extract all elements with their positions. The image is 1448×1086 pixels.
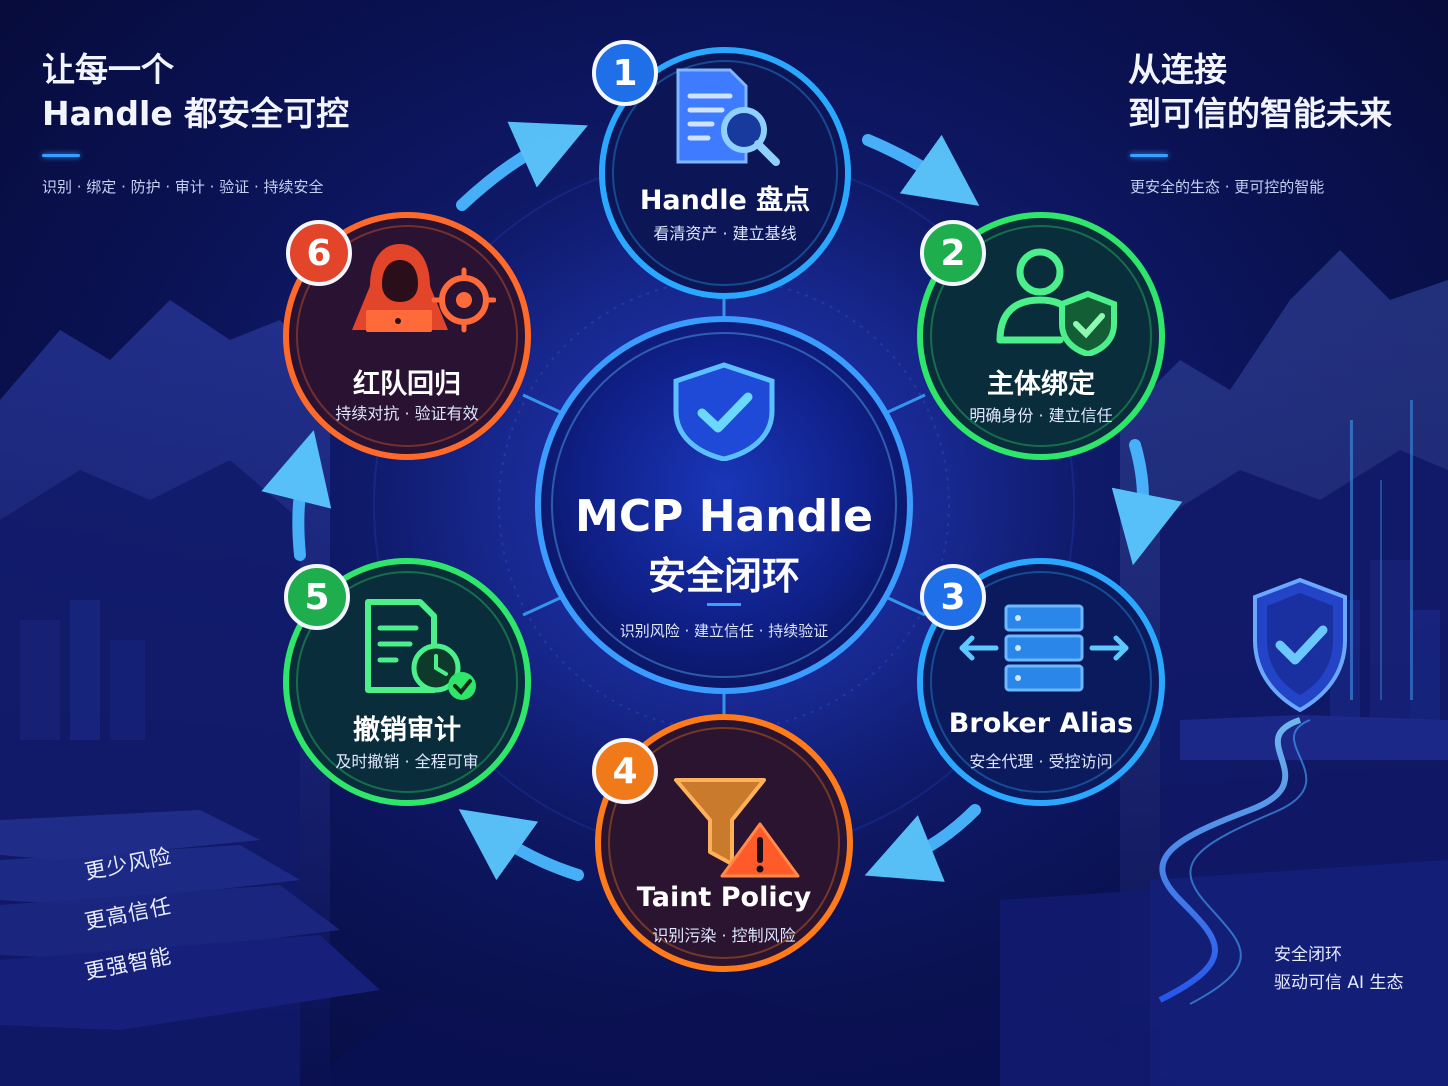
node-4-subtitle: 识别污染 · 控制风险	[652, 926, 796, 945]
center-title-line1: MCP Handle	[575, 491, 873, 542]
document-clock-icon	[365, 599, 476, 700]
user-shield-icon	[996, 248, 1117, 356]
arrow-1-to-2	[862, 134, 980, 206]
step-node-3[interactable]: Broker Alias 安全代理 · 受控访问	[910, 556, 1172, 808]
header-left-title-line2: Handle 都安全可控	[42, 94, 350, 133]
document-search-icon	[676, 68, 780, 166]
step-node-4[interactable]: Taint Policy 识别污染 · 控制风险	[588, 712, 860, 974]
badge-4-number: 4	[612, 750, 638, 792]
node-1-title: Handle 盘点	[639, 185, 811, 216]
center-title-line2: 安全闭环	[647, 554, 800, 598]
arrow-6-to-1	[456, 121, 588, 211]
node-3-subtitle: 安全代理 · 受控访问	[969, 752, 1113, 771]
node-2-subtitle: 明确身份 · 建立信任	[969, 406, 1113, 425]
step-node-5[interactable]: 撤销审计 及时撤销 · 全程可审	[276, 556, 538, 808]
header-left: 让每一个 Handle 都安全可控	[42, 48, 349, 136]
arrow-2-to-3	[1111, 439, 1183, 566]
step-node-2[interactable]: 主体绑定 明确身份 · 建立信任	[910, 210, 1172, 462]
step-badge-4: 4	[592, 738, 658, 804]
node-ring	[599, 47, 851, 299]
badge-3-number: 3	[940, 576, 966, 618]
badge-5-number: 5	[304, 576, 330, 618]
node-1-subtitle: 看清资产 · 建立基线	[653, 224, 797, 243]
header-right-subtitle: 更安全的生态 · 更可控的智能	[1130, 178, 1325, 196]
server-arrows-icon	[959, 604, 1129, 692]
header-left-title-line1: 让每一个	[42, 50, 174, 89]
header-right-title-line2: 到可信的智能未来	[1128, 94, 1392, 133]
node-2-title: 主体绑定	[987, 369, 1095, 400]
badge-2-number: 2	[940, 232, 966, 274]
center-subtitle: 识别风险 · 建立信任 · 持续验证	[619, 622, 829, 640]
badge-1-number: 1	[612, 52, 638, 94]
shield-check-icon	[673, 362, 775, 461]
funnel-warning-icon	[674, 778, 800, 878]
arrow-4-to-5	[458, 809, 584, 881]
header-right: 从连接 到可信的智能未来	[1128, 48, 1392, 136]
header-right-title-line1: 从连接	[1128, 50, 1227, 89]
hacker-target-icon	[352, 244, 496, 333]
node-ring	[917, 212, 1165, 460]
badge-6-number: 6	[306, 232, 332, 274]
node-5-subtitle: 及时撤销 · 全程可审	[335, 752, 479, 771]
node-5-title: 撤销审计	[353, 715, 461, 746]
bottom-right-line2: 驱动可信 AI 生态	[1274, 973, 1404, 993]
header-right-divider	[1130, 154, 1168, 157]
node-6-subtitle: 持续对抗 · 验证有效	[335, 404, 479, 423]
step-badge-3: 3	[920, 564, 986, 630]
node-4-title: Taint Policy	[636, 882, 812, 913]
header-left-divider	[42, 154, 80, 157]
node-ring	[283, 558, 531, 806]
bottom-right-line1: 安全闭环	[1274, 945, 1342, 965]
step-badge-5: 5	[284, 564, 350, 630]
arrow-5-to-6	[261, 430, 332, 561]
center-ring	[535, 316, 913, 694]
shield-check-icon	[1253, 577, 1347, 713]
node-6-title: 红队回归	[353, 369, 461, 400]
node-3-title: Broker Alias	[948, 708, 1134, 739]
arrow-3-to-4	[864, 804, 981, 882]
center-hub: MCP Handle 安全闭环 识别风险 · 建立信任 · 持续验证	[532, 313, 916, 697]
step-node-1[interactable]: Handle 盘点 看清资产 · 建立基线	[596, 44, 854, 302]
step-node-6[interactable]: 红队回归 持续对抗 · 验证有效	[276, 210, 538, 462]
center-divider	[707, 603, 741, 606]
header-left-subtitle: 识别 · 绑定 · 防护 · 审计 · 验证 · 持续安全	[42, 178, 324, 196]
step-badge-6: 6	[286, 220, 352, 286]
step-badge-2: 2	[920, 220, 986, 286]
step-badge-1: 1	[592, 40, 658, 106]
